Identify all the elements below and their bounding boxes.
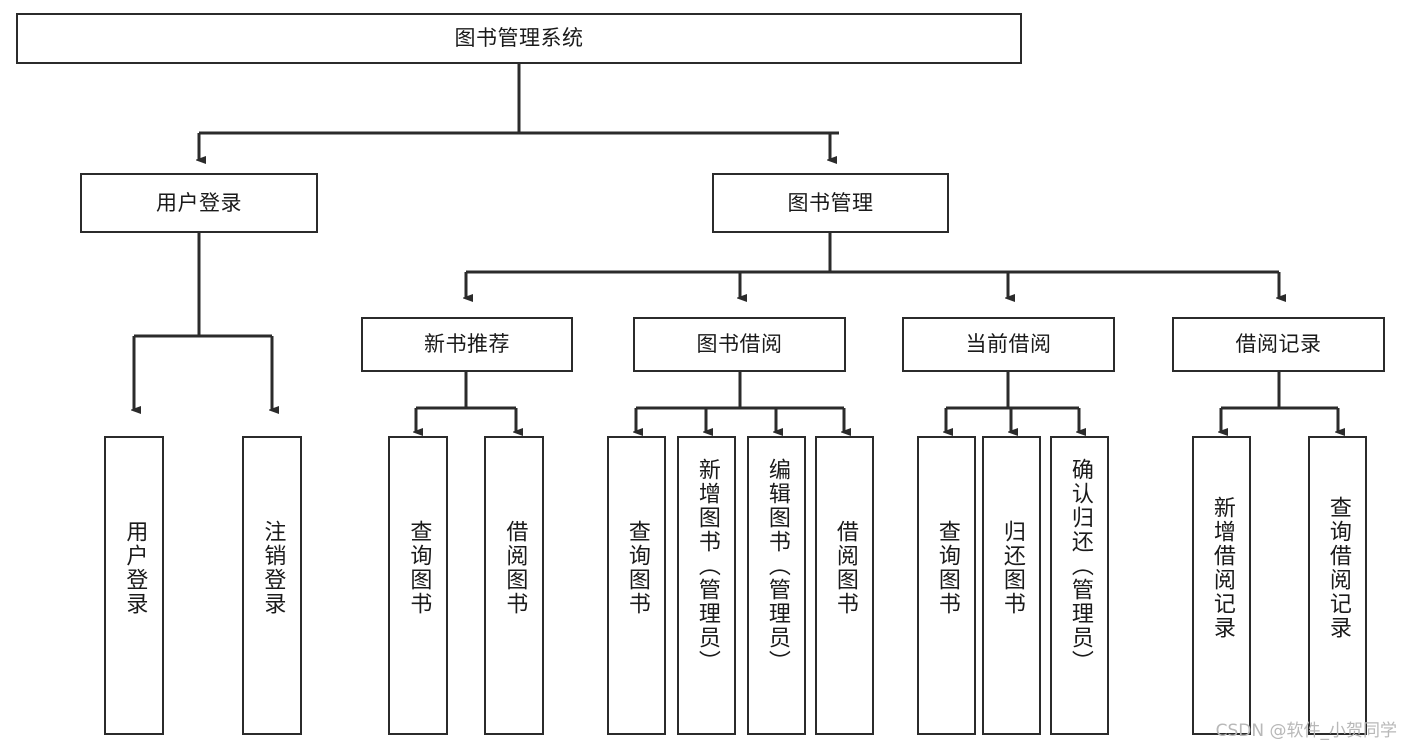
node-label: 新增借阅记录 [1209,496,1235,640]
leaf-query-book-1[interactable]: 查询图书 [388,436,448,735]
leaf-return-book[interactable]: 归还图书 [982,436,1041,735]
node-label: 新书推荐 [424,332,510,357]
leaf-confirm-return[interactable]: 确认归还（管理员） [1050,436,1109,735]
node-label: 图书借阅 [696,332,783,357]
leaf-add-record[interactable]: 新增借阅记录 [1192,436,1251,735]
node-book-management[interactable]: 图书管理 [712,173,949,233]
node-label: 查询图书 [624,520,650,616]
node-borrow-record[interactable]: 借阅记录 [1172,317,1385,372]
leaf-edit-book[interactable]: 编辑图书（管理员） [747,436,806,735]
node-label: 归还图书 [999,520,1025,616]
node-label: 图书管理 [787,190,874,215]
node-label: 用户登录 [122,520,148,616]
node-label: 查询图书 [934,520,960,616]
node-label: 借阅图书 [832,520,858,616]
node-label: 确认归还（管理员） [1067,458,1093,674]
node-label: 查询图书 [406,520,432,616]
node-label: 注销登录 [260,520,286,616]
node-label: 借阅图书 [502,520,528,616]
node-book-management-system[interactable]: 图书管理系统 [16,13,1022,64]
node-label: 借阅记录 [1235,332,1322,357]
node-label: 图书管理系统 [454,26,584,51]
node-label: 当前借阅 [965,332,1052,357]
node-label: 查询借阅记录 [1325,496,1351,640]
node-label: 用户登录 [156,190,242,215]
leaf-query-book-3[interactable]: 查询图书 [917,436,976,735]
leaf-user-login[interactable]: 用户登录 [104,436,164,735]
leaf-borrow-book-1[interactable]: 借阅图书 [484,436,544,735]
leaf-add-book[interactable]: 新增图书（管理员） [677,436,736,735]
leaf-query-book-2[interactable]: 查询图书 [607,436,666,735]
node-current-borrow[interactable]: 当前借阅 [902,317,1115,372]
leaf-borrow-book-2[interactable]: 借阅图书 [815,436,874,735]
leaf-logout-login[interactable]: 注销登录 [242,436,302,735]
node-book-borrow[interactable]: 图书借阅 [633,317,846,372]
node-label: 新增图书（管理员） [694,458,720,674]
leaf-query-record[interactable]: 查询借阅记录 [1308,436,1367,735]
node-new-book-recommend[interactable]: 新书推荐 [361,317,573,372]
node-label: 编辑图书（管理员） [764,458,790,674]
node-user-login[interactable]: 用户登录 [80,173,318,233]
